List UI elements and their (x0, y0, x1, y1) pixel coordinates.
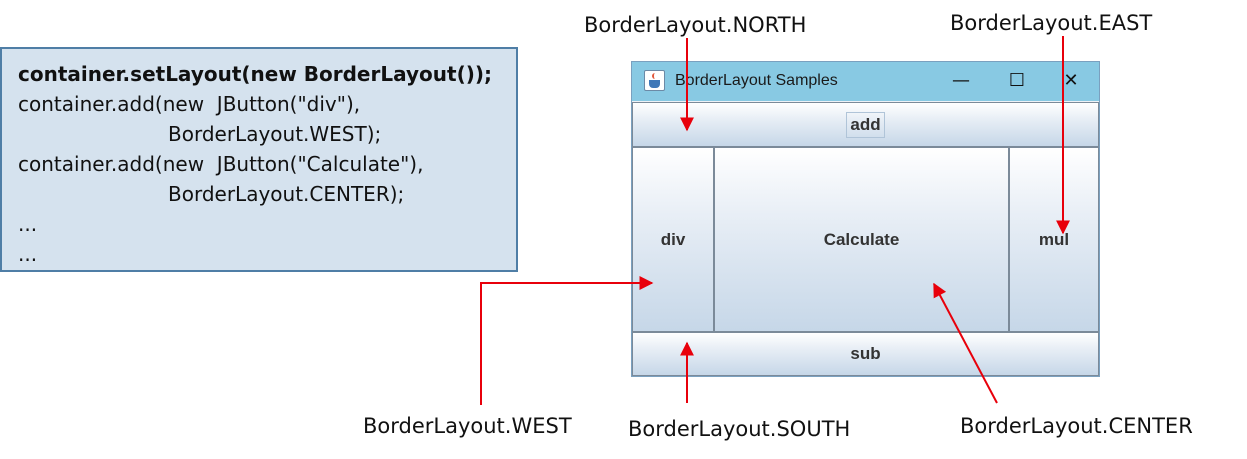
code-line-ellipsis-2: ... (18, 242, 38, 266)
maximize-icon[interactable]: ☐ (1008, 70, 1026, 91)
sub-button[interactable]: sub (632, 332, 1099, 376)
add-button-label: add (846, 111, 885, 138)
window-titlebar[interactable]: BorderLayout Samples — ☐ ✕ (632, 62, 1099, 101)
window-title: BorderLayout Samples (675, 72, 838, 89)
label-west: BorderLayout.WEST (363, 414, 572, 438)
sub-button-label: sub (850, 344, 881, 363)
code-line-set-layout: container.setLayout(new BorderLayout()); (18, 62, 492, 86)
code-box: container.setLayout(new BorderLayout());… (0, 47, 518, 272)
code-line-add-calculate: container.add(new JButton("Calculate"), (18, 152, 424, 176)
java-window: BorderLayout Samples — ☐ ✕ add div Calcu… (631, 61, 1100, 377)
minimize-icon[interactable]: — (952, 70, 970, 91)
java-cup-icon[interactable] (644, 70, 665, 91)
label-east: BorderLayout.EAST (950, 11, 1153, 35)
close-icon[interactable]: ✕ (1063, 70, 1079, 91)
label-north: BorderLayout.NORTH (584, 13, 807, 37)
div-button-label: div (660, 229, 686, 249)
calculate-button-label: Calculate (823, 229, 900, 249)
label-center: BorderLayout.CENTER (960, 414, 1193, 438)
arrow-west (480, 276, 654, 405)
code-line-center-arg: BorderLayout.CENTER); (168, 182, 405, 206)
label-south: BorderLayout.SOUTH (628, 417, 851, 441)
code-line-add-div: container.add(new JButton("div"), (18, 92, 361, 116)
calculate-button[interactable]: Calculate (714, 147, 1009, 332)
mul-button-label: mul (1038, 229, 1070, 249)
div-button[interactable]: div (632, 147, 714, 332)
mul-button[interactable]: mul (1009, 147, 1099, 332)
code-line-west-arg: BorderLayout.WEST); (168, 122, 382, 146)
code-line-ellipsis-1: ... (18, 212, 38, 236)
add-button[interactable]: add (632, 102, 1099, 147)
